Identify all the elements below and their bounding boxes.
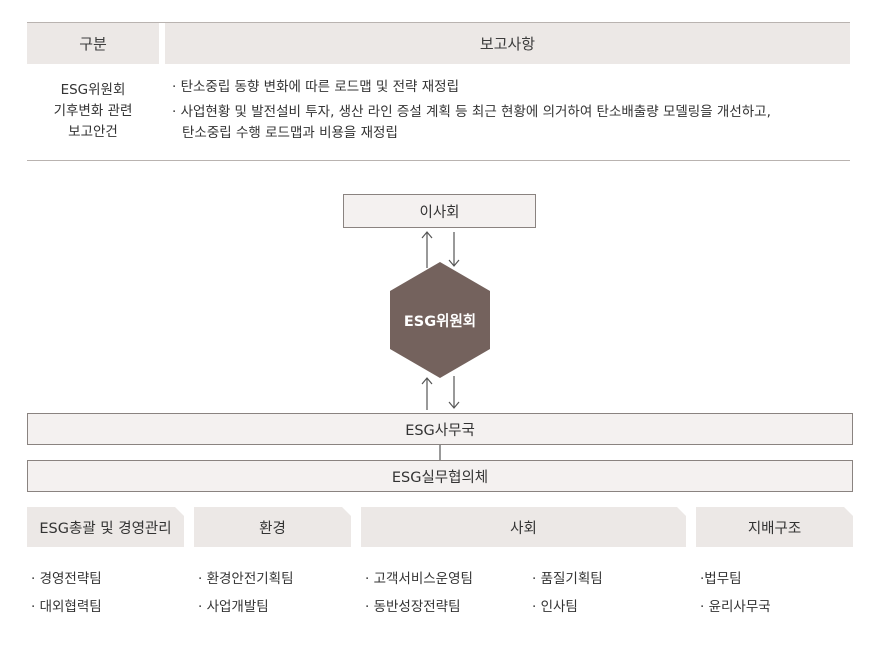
board-label: 이사회: [419, 204, 460, 221]
list-item: · 고객서비스운영팀: [365, 571, 473, 587]
list-item: · 품질기획팀: [532, 571, 603, 587]
committee-label: ESG위원회: [403, 314, 477, 330]
list-item: · 사업개발팀: [198, 599, 269, 615]
category-line-1: ESG위원회: [60, 82, 126, 98]
list-item: · 윤리사무국: [700, 599, 771, 615]
list-item: · 경영전략팀: [31, 571, 102, 587]
category-line-3: 보고안건: [68, 124, 118, 140]
secretariat-box: ESG사무국: [27, 413, 853, 445]
group-tab-governance: 지배구조: [696, 507, 853, 547]
report-items: · 탄소중립 동향 변화에 따른 로드맵 및 전략 재정립 · 사업현황 및 발…: [172, 77, 848, 144]
table-top-rule: [27, 22, 850, 23]
list-item: · 인사팀: [532, 599, 578, 615]
list-item: · 대외협력팀: [31, 599, 102, 615]
team-list-governance: ·법무팀 · 윤리사무국: [700, 565, 771, 621]
list-item: · 환경안전기획팀: [198, 571, 294, 587]
secretariat-label: ESG사무국: [405, 422, 475, 439]
group-tab-environment-label: 환경: [259, 520, 286, 537]
header-report: 보고사항: [165, 23, 850, 64]
working-council-box: ESG실무협의체: [27, 460, 853, 492]
report-item-2-line-2: 탄소중립 수행 로드맵과 비용을 재정립: [182, 125, 398, 141]
report-item-1: · 탄소중립 동향 변화에 따른 로드맵 및 전략 재정립: [172, 79, 460, 95]
group-tab-governance-label: 지배구조: [747, 520, 802, 537]
table-bottom-rule: [27, 160, 850, 161]
category-cell: ESG위원회 기후변화 관련 보고안건: [27, 80, 159, 143]
header-report-label: 보고사항: [479, 35, 536, 53]
list-item: · 동반성장전략팀: [365, 599, 461, 615]
board-box: 이사회: [343, 194, 536, 228]
header-category-label: 구분: [79, 35, 107, 53]
group-tab-social-label: 사회: [510, 520, 537, 537]
working-council-label: ESG실무협의체: [391, 469, 489, 486]
team-list-esg-management: · 경영전략팀 · 대외협력팀: [31, 565, 102, 621]
group-tab-esg-management: ESG총괄 및 경영관리: [27, 507, 184, 547]
team-list-social-col2: · 품질기획팀 · 인사팀: [532, 565, 603, 621]
team-list-environment: · 환경안전기획팀 · 사업개발팀: [198, 565, 294, 621]
group-tab-esg-management-label: ESG총괄 및 경영관리: [39, 520, 172, 537]
group-tab-social: 사회: [361, 507, 686, 547]
group-tab-environment: 환경: [194, 507, 351, 547]
list-item: ·법무팀: [700, 571, 742, 587]
committee-hexagon: [390, 262, 490, 378]
report-item-2-line-1: · 사업현황 및 발전설비 투자, 생산 라인 증설 계획 등 최근 현황에 의…: [172, 104, 771, 120]
header-category: 구분: [27, 23, 159, 64]
category-line-2: 기후변화 관련: [53, 103, 133, 119]
team-list-social-col1: · 고객서비스운영팀 · 동반성장전략팀: [365, 565, 473, 621]
